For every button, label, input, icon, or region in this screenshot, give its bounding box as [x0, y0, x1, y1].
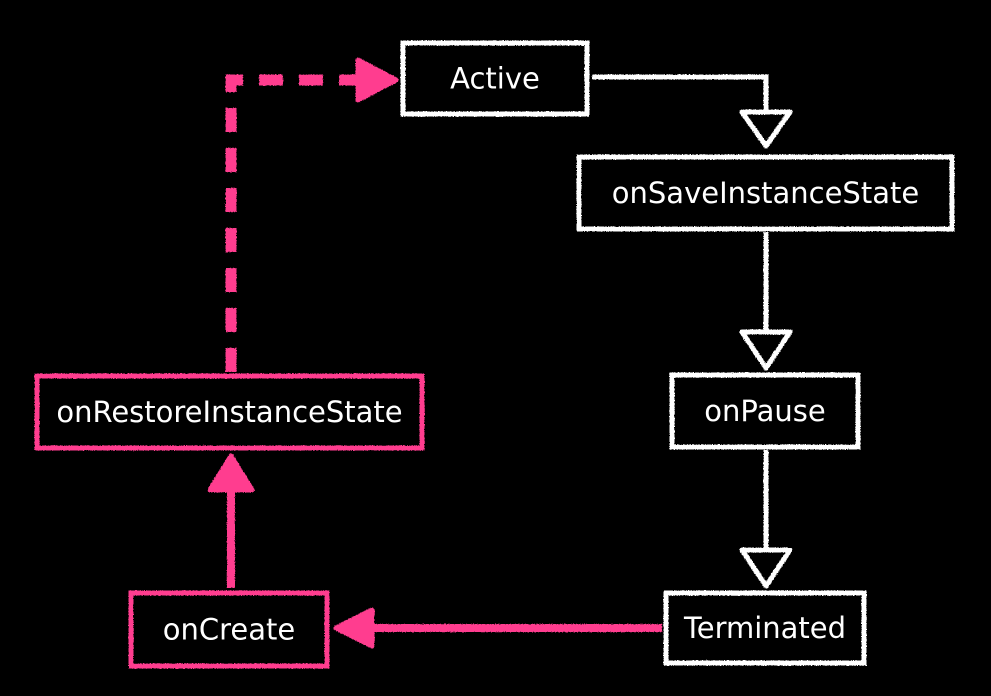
edge-onsaveinstancestate-to-onpause	[739, 232, 793, 371]
node-active-label: Active	[450, 62, 540, 96]
node-active: Active	[400, 40, 590, 117]
nodes: Active onSaveInstanceState onPause Termi…	[34, 40, 955, 669]
arrowhead-left-icon	[333, 607, 375, 649]
node-terminated-label: Terminated	[683, 611, 846, 645]
node-oncreate: onCreate	[128, 590, 330, 669]
node-onpause: onPause	[669, 372, 861, 450]
arrowhead-down-icon	[739, 547, 793, 589]
arrowhead-up-icon	[207, 453, 255, 493]
edge-onpause-to-terminated	[739, 450, 793, 589]
edge-oncreate-to-onrestoreinstancestate	[207, 453, 255, 588]
node-onrestoreinstancestate-label: onRestoreInstanceState	[56, 395, 402, 429]
node-terminated: Terminated	[663, 590, 867, 666]
edge-active-to-onsaveinstancestate	[592, 74, 793, 149]
node-onsaveinstancestate: onSaveInstanceState	[576, 154, 955, 232]
node-onrestoreinstancestate: onRestoreInstanceState	[34, 373, 425, 451]
arrowhead-down-icon	[739, 329, 793, 371]
node-onpause-label: onPause	[704, 394, 825, 428]
edges	[207, 57, 793, 649]
node-oncreate-label: onCreate	[163, 613, 295, 647]
node-onsaveinstancestate-label: onSaveInstanceState	[612, 176, 919, 210]
arrowhead-right-icon	[355, 57, 399, 103]
edge-onrestoreinstancestate-to-active	[225, 57, 399, 372]
edge-terminated-to-oncreate	[333, 607, 662, 649]
arrowhead-down-icon	[739, 109, 793, 149]
